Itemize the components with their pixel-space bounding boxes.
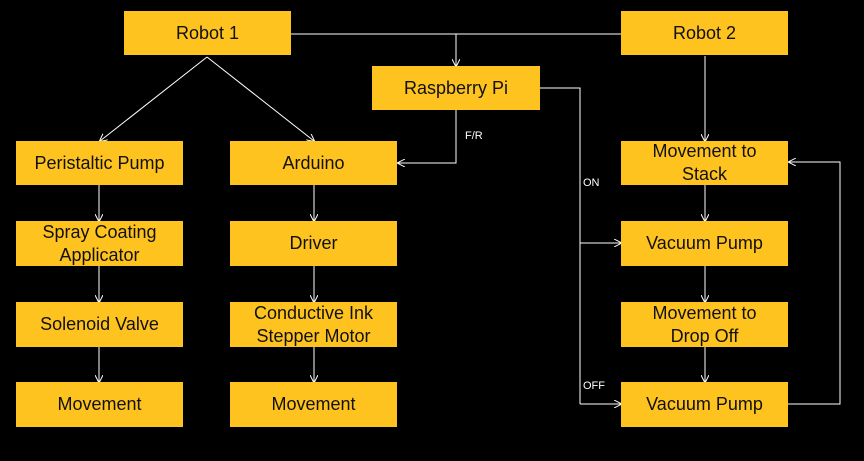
node-movement-left: Movement bbox=[16, 382, 183, 427]
node-arduino: Arduino bbox=[230, 141, 397, 185]
node-spray-coating-applicator: Spray Coating Applicator bbox=[16, 221, 183, 266]
node-vacuum-pump-1: Vacuum Pump bbox=[621, 221, 788, 266]
node-robot1: Robot 1 bbox=[124, 11, 291, 55]
edge-label-fr: F/R bbox=[465, 130, 483, 142]
node-driver: Driver bbox=[230, 221, 397, 266]
connector-robot1-arduino bbox=[206, 56, 314, 141]
connector-robot1-peristaltic bbox=[100, 56, 208, 141]
node-vacuum-pump-2: Vacuum Pump bbox=[621, 382, 788, 427]
node-movement-to-stack: Movement to Stack bbox=[621, 141, 788, 185]
node-raspberry-pi: Raspberry Pi bbox=[372, 66, 540, 110]
connector-pi-arduino bbox=[398, 110, 457, 163]
node-stepper-motor: Conductive Ink Stepper Motor bbox=[230, 302, 397, 347]
connector-loop-back bbox=[788, 162, 841, 405]
edge-label-on: ON bbox=[583, 177, 600, 189]
edge-label-off: OFF bbox=[583, 380, 605, 392]
node-peristaltic-pump: Peristaltic Pump bbox=[16, 141, 183, 185]
connector-pi-vacuum bbox=[540, 87, 581, 404]
node-movement-mid: Movement bbox=[230, 382, 397, 427]
node-movement-to-drop-off: Movement to Drop Off bbox=[621, 302, 788, 347]
node-solenoid-valve: Solenoid Valve bbox=[16, 302, 183, 347]
node-robot2: Robot 2 bbox=[621, 11, 788, 55]
